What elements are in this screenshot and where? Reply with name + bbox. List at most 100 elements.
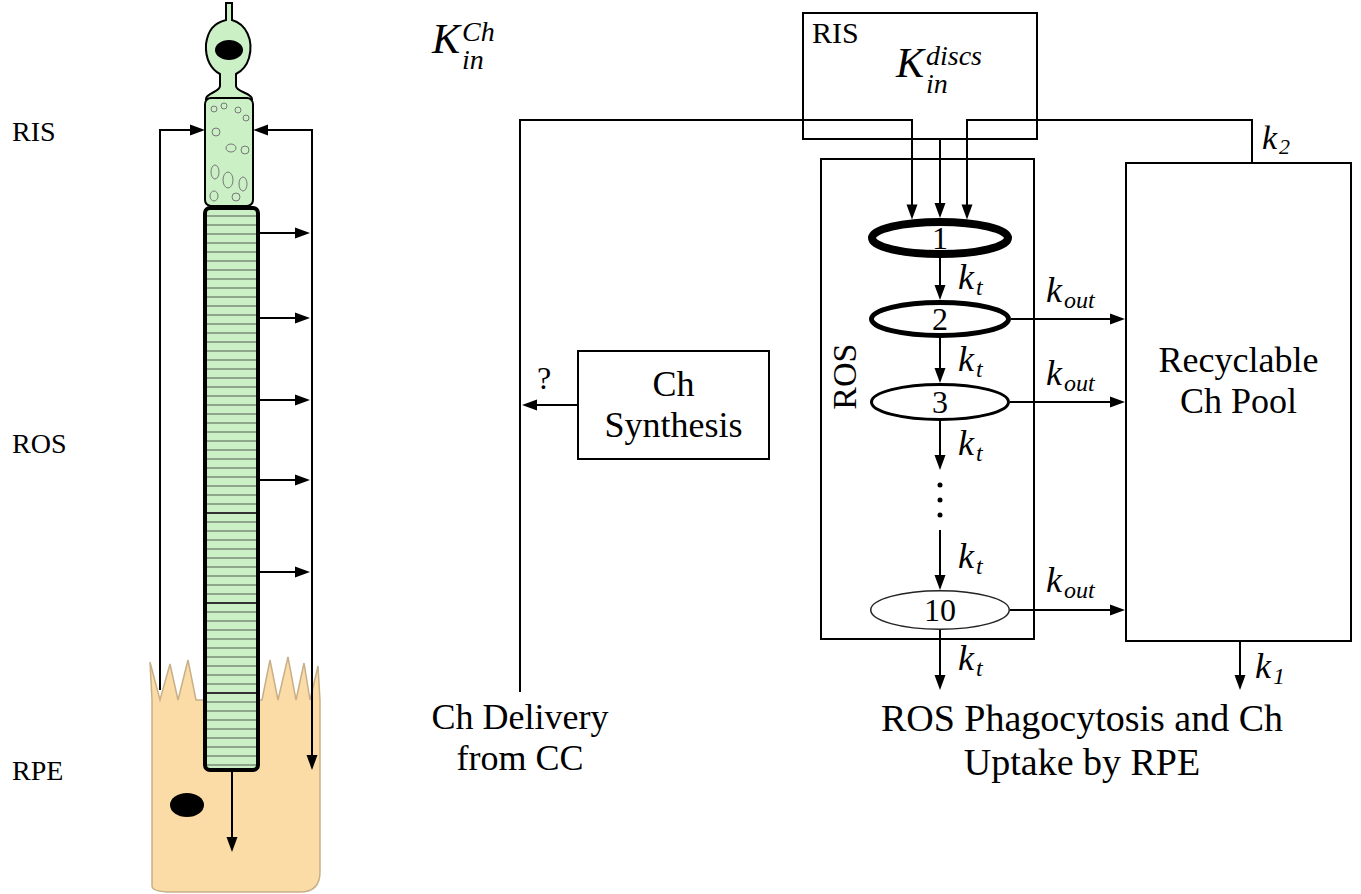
ellipse-shape [872, 385, 1009, 420]
subscript: out [1064, 371, 1095, 395]
label-anchor: RIS [12, 116, 56, 148]
label-anchor: kout [1046, 355, 1095, 395]
flow-segment-line [939, 530, 941, 581]
rate-constant: kt [958, 640, 983, 680]
rpe-cell [150, 657, 320, 892]
disc-membrane [207, 252, 256, 253]
disc-membrane [207, 612, 256, 613]
label-anchor: kt [958, 640, 983, 680]
label-anchor: kout [1046, 562, 1095, 602]
disc-membrane [207, 549, 256, 550]
vesicle [210, 191, 218, 201]
label-anchor: ROS [12, 428, 66, 460]
flow-segment-head [935, 575, 946, 590]
label-anchor: ? [537, 360, 551, 397]
transport-arrow-head [295, 567, 310, 578]
disc-membrane [207, 351, 256, 352]
subscript: t [976, 441, 983, 465]
transport-arrow-line [258, 479, 301, 481]
label-anchor: k1 [1255, 648, 1285, 688]
synthesis-arrow [522, 400, 577, 411]
rate-constant: KChin [432, 18, 495, 74]
subscript: t [976, 656, 983, 680]
photoreceptor-nucleus [215, 40, 243, 60]
flow-arrow [962, 120, 1253, 219]
disc-membrane [207, 621, 256, 622]
flow-arrow-head [1110, 397, 1125, 408]
disc-membrane [207, 765, 256, 766]
process-box: Ch Synthesis [577, 350, 770, 460]
symbol: k [1255, 648, 1271, 684]
synaptic-terminal [206, 3, 252, 99]
vesicle [211, 106, 217, 112]
disc-membrane [207, 414, 256, 415]
label-anchor: RPE [12, 755, 63, 787]
flow-arrow-line [1011, 318, 1116, 320]
shedding-arrow-line [231, 770, 233, 843]
symbol: k [1262, 121, 1277, 155]
disc-membrane [207, 512, 256, 514]
label-anchor: k2 [1262, 121, 1290, 158]
compartment-label: RIS [812, 18, 859, 48]
vesicle [239, 177, 247, 191]
transport-arrow-line [258, 571, 301, 573]
symbol: K [432, 18, 460, 60]
symbol: k [1046, 272, 1062, 308]
subscript: 1 [1273, 664, 1285, 688]
disc-membrane [207, 567, 256, 568]
subscript: t [976, 554, 983, 578]
transport-arrow-line [160, 130, 196, 690]
caption-text: Ch Delivery from CC [410, 697, 630, 780]
disc-membrane [207, 639, 256, 640]
index-stack: t [976, 425, 983, 465]
disc-membrane [207, 630, 256, 631]
disc-membrane [207, 405, 256, 406]
disc-number: 1 [932, 222, 948, 254]
label-anchor: kout [1046, 272, 1095, 312]
ellipse-shape [872, 303, 1009, 336]
subscript: 2 [1279, 136, 1290, 158]
rate-constant: k2 [1262, 121, 1290, 158]
disc-membrane [207, 711, 256, 712]
compartment-box: ROS12310 [820, 158, 1035, 640]
delivery-line [520, 120, 918, 692]
ellipsis-dot [938, 498, 943, 503]
disc-membrane [207, 234, 256, 235]
transport-arrow-line [258, 232, 301, 234]
transport-arrow-head [295, 313, 310, 324]
flow-arrow-line [967, 120, 1252, 210]
disc-membrane [207, 684, 256, 685]
ellipse-shape [872, 222, 1008, 254]
flow-segment [935, 530, 946, 590]
index-stack: discsin [926, 42, 982, 98]
superscript: discs [926, 42, 982, 70]
flow-arrow [1010, 605, 1125, 616]
disc-membrane [207, 360, 256, 361]
flow-arrow [935, 258, 946, 300]
disc-membrane [207, 378, 256, 379]
index-stack: 2 [1279, 121, 1290, 158]
disc-membrane [207, 531, 256, 532]
disc-membrane [207, 477, 256, 478]
disc-ellipse: 10 [870, 590, 1010, 630]
subscript: t [976, 275, 983, 299]
subscript: t [976, 357, 983, 381]
index-stack: 1 [1273, 648, 1285, 688]
transport-arrow [258, 567, 310, 578]
transport-arrow-head [295, 395, 310, 406]
disc-membrane [207, 702, 256, 703]
label-anchor: ROS Phagocytosis and Ch Uptake by RPE [860, 697, 1304, 784]
disc-membrane [207, 594, 256, 595]
index-stack: t [976, 341, 983, 381]
disc-ellipse: 3 [870, 383, 1010, 421]
rate-holder: Kdiscsin [896, 42, 1128, 98]
disc-membrane [207, 504, 256, 505]
flow-arrow-head [1110, 314, 1125, 325]
disc-membrane [207, 729, 256, 730]
vesicle [223, 172, 233, 188]
symbol: K [896, 42, 924, 84]
vesicle [211, 165, 219, 179]
index-stack: out [1064, 355, 1095, 395]
index-stack: out [1064, 272, 1095, 312]
